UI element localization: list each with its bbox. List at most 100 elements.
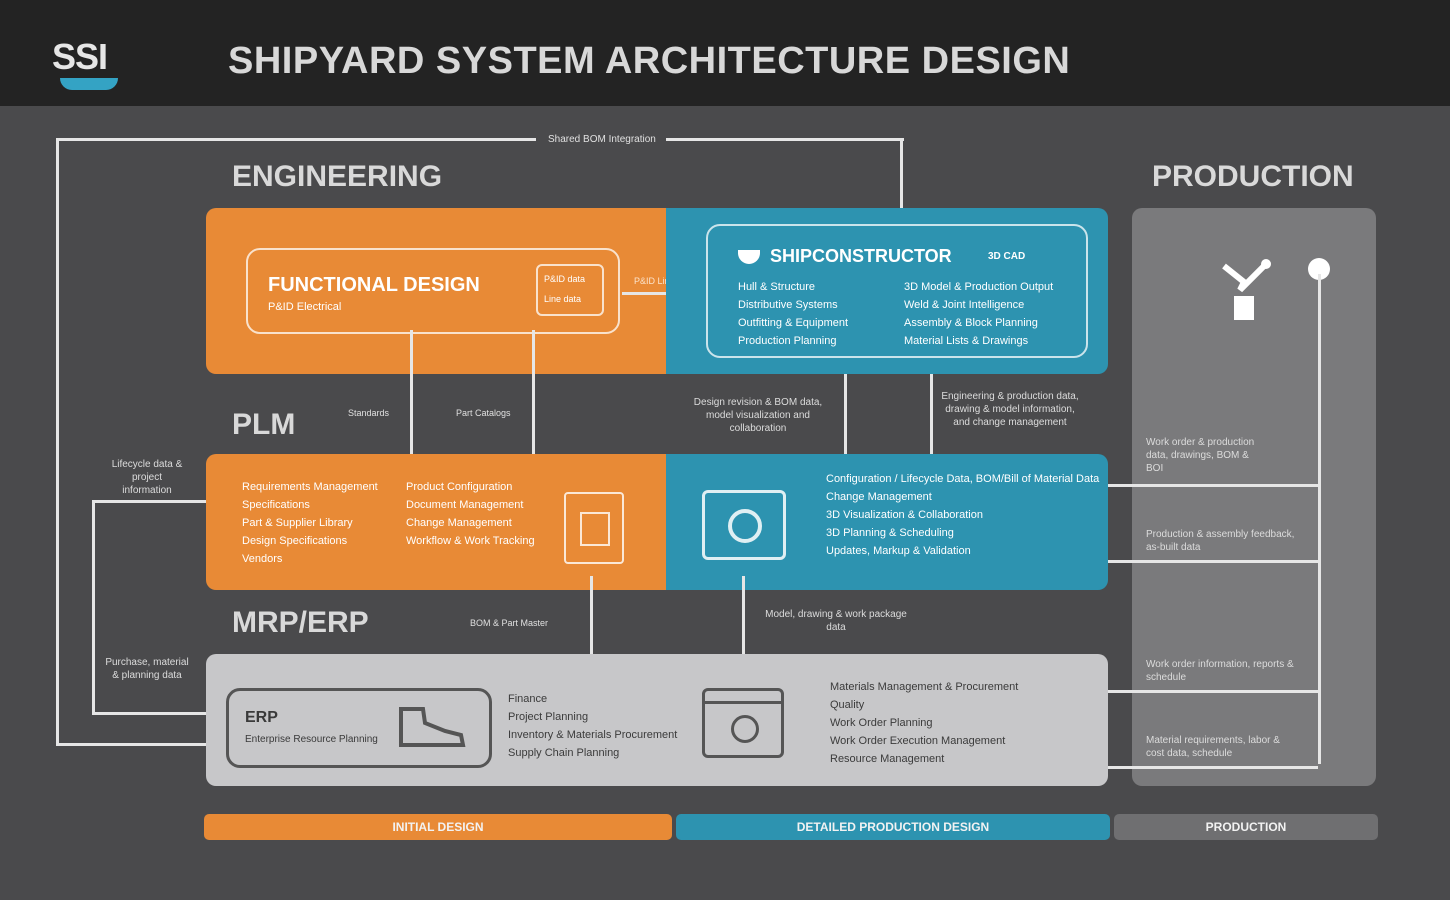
outer-loop-top-line [56, 138, 536, 141]
plm-orange-right-list: Product Configuration Document Managemen… [406, 478, 535, 550]
list-item: Distributive Systems [738, 299, 838, 311]
plm-up-label: Part Catalogs [456, 408, 511, 418]
shipconstructor-title: SHIPCONSTRUCTOR [770, 246, 952, 266]
list-item: Document Management [406, 499, 524, 511]
phase-bar-production: PRODUCTION [1114, 814, 1378, 840]
list-item: Work Order Planning [830, 717, 933, 729]
list-item: Hull & Structure [738, 281, 816, 293]
list-item: Part & Supplier Library [242, 517, 353, 529]
plm-blue-panel: Configuration / Lifecycle Data, BOM/Bill… [666, 454, 1108, 590]
pid-link-label: P&ID Link [634, 276, 675, 286]
plm-orange-panel: Requirements Management Specifications P… [206, 454, 676, 590]
list-item: Specifications [242, 499, 310, 511]
phase-bar-initial-design: INITIAL DESIGN [204, 814, 672, 840]
list-item: Outfitting & Equipment [738, 317, 849, 329]
phase-bar-detailed-design: DETAILED PRODUCTION DESIGN [676, 814, 1110, 840]
to-shipconstructor-line [900, 138, 903, 214]
functional-design-panel: FUNCTIONAL DESIGN P&ID Electrical P&ID d… [206, 208, 676, 374]
list-item: Weld & Joint Intelligence [904, 299, 1025, 311]
left-side-bottom-label: Purchase, material & planning data [105, 657, 189, 681]
list-item: Production Planning [738, 335, 837, 347]
erp-mid-list: Finance Project Planning Inventory & Mat… [508, 690, 677, 762]
production-to-plm-line [1108, 560, 1318, 563]
center-up-line [844, 374, 847, 456]
list-item: Updates, Markup & Validation [826, 545, 971, 557]
list-item: Inventory & Materials Procurement [508, 729, 678, 741]
erp-to-production-line [1108, 690, 1318, 693]
list-item: 3D Planning & Scheduling [826, 527, 954, 539]
lane-label-production: PRODUCTION [1152, 160, 1354, 193]
list-item: Change Management [826, 491, 932, 503]
plm-down-line [410, 330, 413, 454]
list-item: Finance [508, 693, 548, 705]
ssi-logo: SSI [52, 36, 132, 100]
list-item: Resource Management [830, 753, 945, 765]
shipconstructor-right-list: 3D Model & Production Output Weld & Join… [904, 278, 1053, 350]
plm-up-line [532, 330, 535, 454]
tag-pid-data: P&ID data [544, 274, 586, 284]
erp-box: ERP Enterprise Resource Planning [226, 688, 492, 768]
plm-to-production-line-1 [1108, 484, 1318, 487]
logo-wave-icon [60, 78, 118, 90]
erp-right-list: Materials Management & Procurement Quali… [830, 678, 1018, 768]
outer-loop-left-line [56, 138, 59, 746]
plm-blue-list: Configuration / Lifecycle Data, BOM/Bill… [826, 470, 1099, 560]
left-side-top-label: Lifecycle data & project information [111, 459, 183, 496]
functional-design-title: FUNCTIONAL DESIGN [268, 274, 480, 296]
plm-down-label: Standards [348, 408, 390, 418]
lane-label-plm: PLM [232, 408, 296, 441]
production-vertical-line [1318, 274, 1321, 764]
functional-design-subtitle: P&ID Electrical [268, 301, 342, 313]
production-label-3: Work order information, reports & schedu… [1146, 659, 1294, 683]
outer-loop-bottom-line [56, 743, 216, 746]
header-bar: SSI SHIPYARD SYSTEM ARCHITECTURE DESIGN [0, 0, 1450, 106]
shipconstructor-badge: 3D CAD [988, 251, 1026, 262]
document-icon [564, 492, 624, 564]
tag-line-data: Line data [544, 294, 582, 304]
lane-label-engineering: ENGINEERING [232, 160, 443, 193]
production-label-1: Work order & production data, drawings, … [1146, 437, 1255, 474]
list-item: Supply Chain Planning [508, 747, 620, 759]
shipconstructor-left-list: Hull & Structure Distributive Systems Ou… [738, 278, 848, 350]
list-item: Material Lists & Drawings [904, 335, 1029, 347]
production-robot-icon [1220, 256, 1272, 326]
left-loop-bottom [92, 712, 222, 715]
list-item: Requirements Management [242, 481, 378, 493]
pid-link-arrow [622, 292, 702, 295]
erp-box-title: ERP [245, 709, 278, 726]
production-label-2: Production & assembly feedback, as-built… [1146, 529, 1295, 553]
list-item: Product Configuration [406, 481, 513, 493]
boot-icon [397, 705, 467, 747]
list-item: Workflow & Work Tracking [406, 535, 535, 547]
production-node-icon [1308, 258, 1330, 280]
production-label-4: Material requirements, labor & cost data… [1146, 735, 1280, 759]
left-loop-top [92, 500, 206, 503]
outer-loop-top-line-right [666, 138, 904, 141]
top-connector-label: Shared BOM Integration [548, 134, 656, 145]
erp-box-subtitle: Enterprise Resource Planning [245, 734, 378, 745]
list-item: 3D Model & Production Output [904, 281, 1054, 293]
lane-label-mrp-erp: MRP/ERP [232, 606, 369, 639]
list-item: Change Management [406, 517, 512, 529]
left-loop-vertical [92, 500, 95, 714]
center-right-label: Engineering & production data, drawing &… [941, 391, 1079, 428]
list-item: Configuration / Lifecycle Data, BOM/Bill… [826, 473, 1100, 485]
erp-right-label: Model, drawing & work package data [765, 609, 907, 633]
plm-orange-left-list: Requirements Management Specifications P… [242, 478, 378, 568]
shipconstructor-box: SHIPCONSTRUCTOR 3D CAD Hull & Structure … [706, 224, 1088, 358]
center-left-label: Design revision & BOM data, model visual… [693, 397, 823, 434]
erp-panel: ERP Enterprise Resource Planning Finance… [206, 654, 1108, 786]
center-down-line [930, 374, 933, 456]
shipconstructor-panel: SHIPCONSTRUCTOR 3D CAD Hull & Structure … [666, 208, 1108, 374]
list-item: Work Order Execution Management [830, 735, 1006, 747]
production-panel: Work order & production data, drawings, … [1132, 208, 1376, 786]
list-item: Design Specifications [242, 535, 348, 547]
production-to-erp-line [1108, 766, 1318, 769]
list-item: Project Planning [508, 711, 589, 723]
page-title: SHIPYARD SYSTEM ARCHITECTURE DESIGN [228, 40, 1071, 82]
list-item: Assembly & Block Planning [904, 317, 1038, 329]
logo-text: SSI [52, 36, 108, 77]
list-item: Vendors [242, 553, 283, 565]
list-item: Quality [830, 699, 865, 711]
erp-left-label: BOM & Part Master [470, 618, 549, 628]
